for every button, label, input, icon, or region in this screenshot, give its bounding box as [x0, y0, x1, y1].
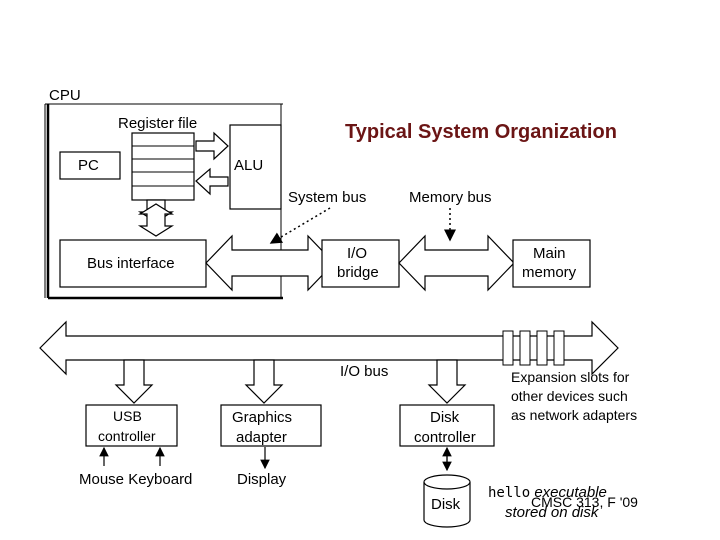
main-memory-label-line2: memory: [522, 264, 577, 281]
expansion-label-line2: other devices such: [511, 388, 628, 404]
graphics-down-arrow-icon: [244, 359, 284, 404]
disk-label: Disk: [431, 496, 461, 513]
io-bus-label: I/O bus: [340, 363, 388, 380]
alu-label: ALU: [234, 157, 263, 174]
main-memory-box: [512, 239, 591, 288]
cpu-label: CPU: [49, 87, 81, 104]
expansion-label-line3: as network adapters: [511, 407, 637, 423]
disk-controller-box: [399, 404, 495, 447]
disk-cylinder-icon: [423, 474, 471, 528]
memory-bus-label: Memory bus: [409, 189, 492, 206]
page-title: Typical System Organization: [345, 121, 617, 143]
regfile-businterface-double-arrow-icon: [137, 203, 175, 237]
footer-course-label: CMSC 313, F '09: [531, 494, 638, 510]
usb-down-arrow-icon: [114, 359, 154, 404]
regfile-to-alu-arrow-icon: [195, 131, 229, 161]
disk-controller-label-line1: Disk: [430, 409, 460, 426]
bus-interface-box: [59, 239, 207, 288]
graphics-adapter-box: [220, 404, 322, 447]
disk-controller-down-arrow-icon: [427, 359, 467, 404]
mouse-keyboard-label: Mouse Keyboard: [79, 471, 192, 488]
stored-on-disk-label: stored on disk: [505, 504, 600, 521]
alu-box: [229, 124, 282, 210]
expansion-slots: [502, 330, 565, 366]
alu-to-regfile-arrow-icon: [195, 167, 229, 196]
graphics-label-line2: adapter: [236, 429, 287, 446]
graphics-label-line1: Graphics: [232, 409, 292, 426]
hello-rest: executable: [530, 484, 607, 501]
register-file: [131, 132, 195, 201]
pc-register: [59, 151, 121, 180]
system-bus-label: System bus: [288, 189, 366, 206]
io-bridge-label-line1: I/O: [347, 245, 367, 262]
io-bus-arrow-icon: [39, 320, 619, 376]
bus-interface-label: Bus interface: [87, 255, 175, 272]
usb-label-line1: USB: [113, 408, 142, 424]
system-bus-arrow-icon: [205, 234, 335, 292]
usb-label-line2: controller: [98, 428, 156, 444]
system-bus-pointer: [269, 207, 331, 244]
io-bridge-box: [321, 239, 400, 288]
usb-controller-box: [85, 404, 178, 447]
display-label: Display: [237, 471, 287, 488]
main-memory-label-line1: Main: [533, 245, 566, 262]
memory-bus-arrow-icon: [398, 234, 515, 292]
hello-executable-label: hello executable: [488, 484, 607, 501]
disk-controller-label-line2: controller: [414, 429, 476, 446]
pc-label: PC: [78, 157, 99, 174]
hello-mono: hello: [488, 485, 530, 501]
register-file-label: Register file: [118, 115, 197, 132]
io-bridge-label-line2: bridge: [337, 264, 379, 281]
expansion-label-line1: Expansion slots for: [511, 369, 630, 385]
